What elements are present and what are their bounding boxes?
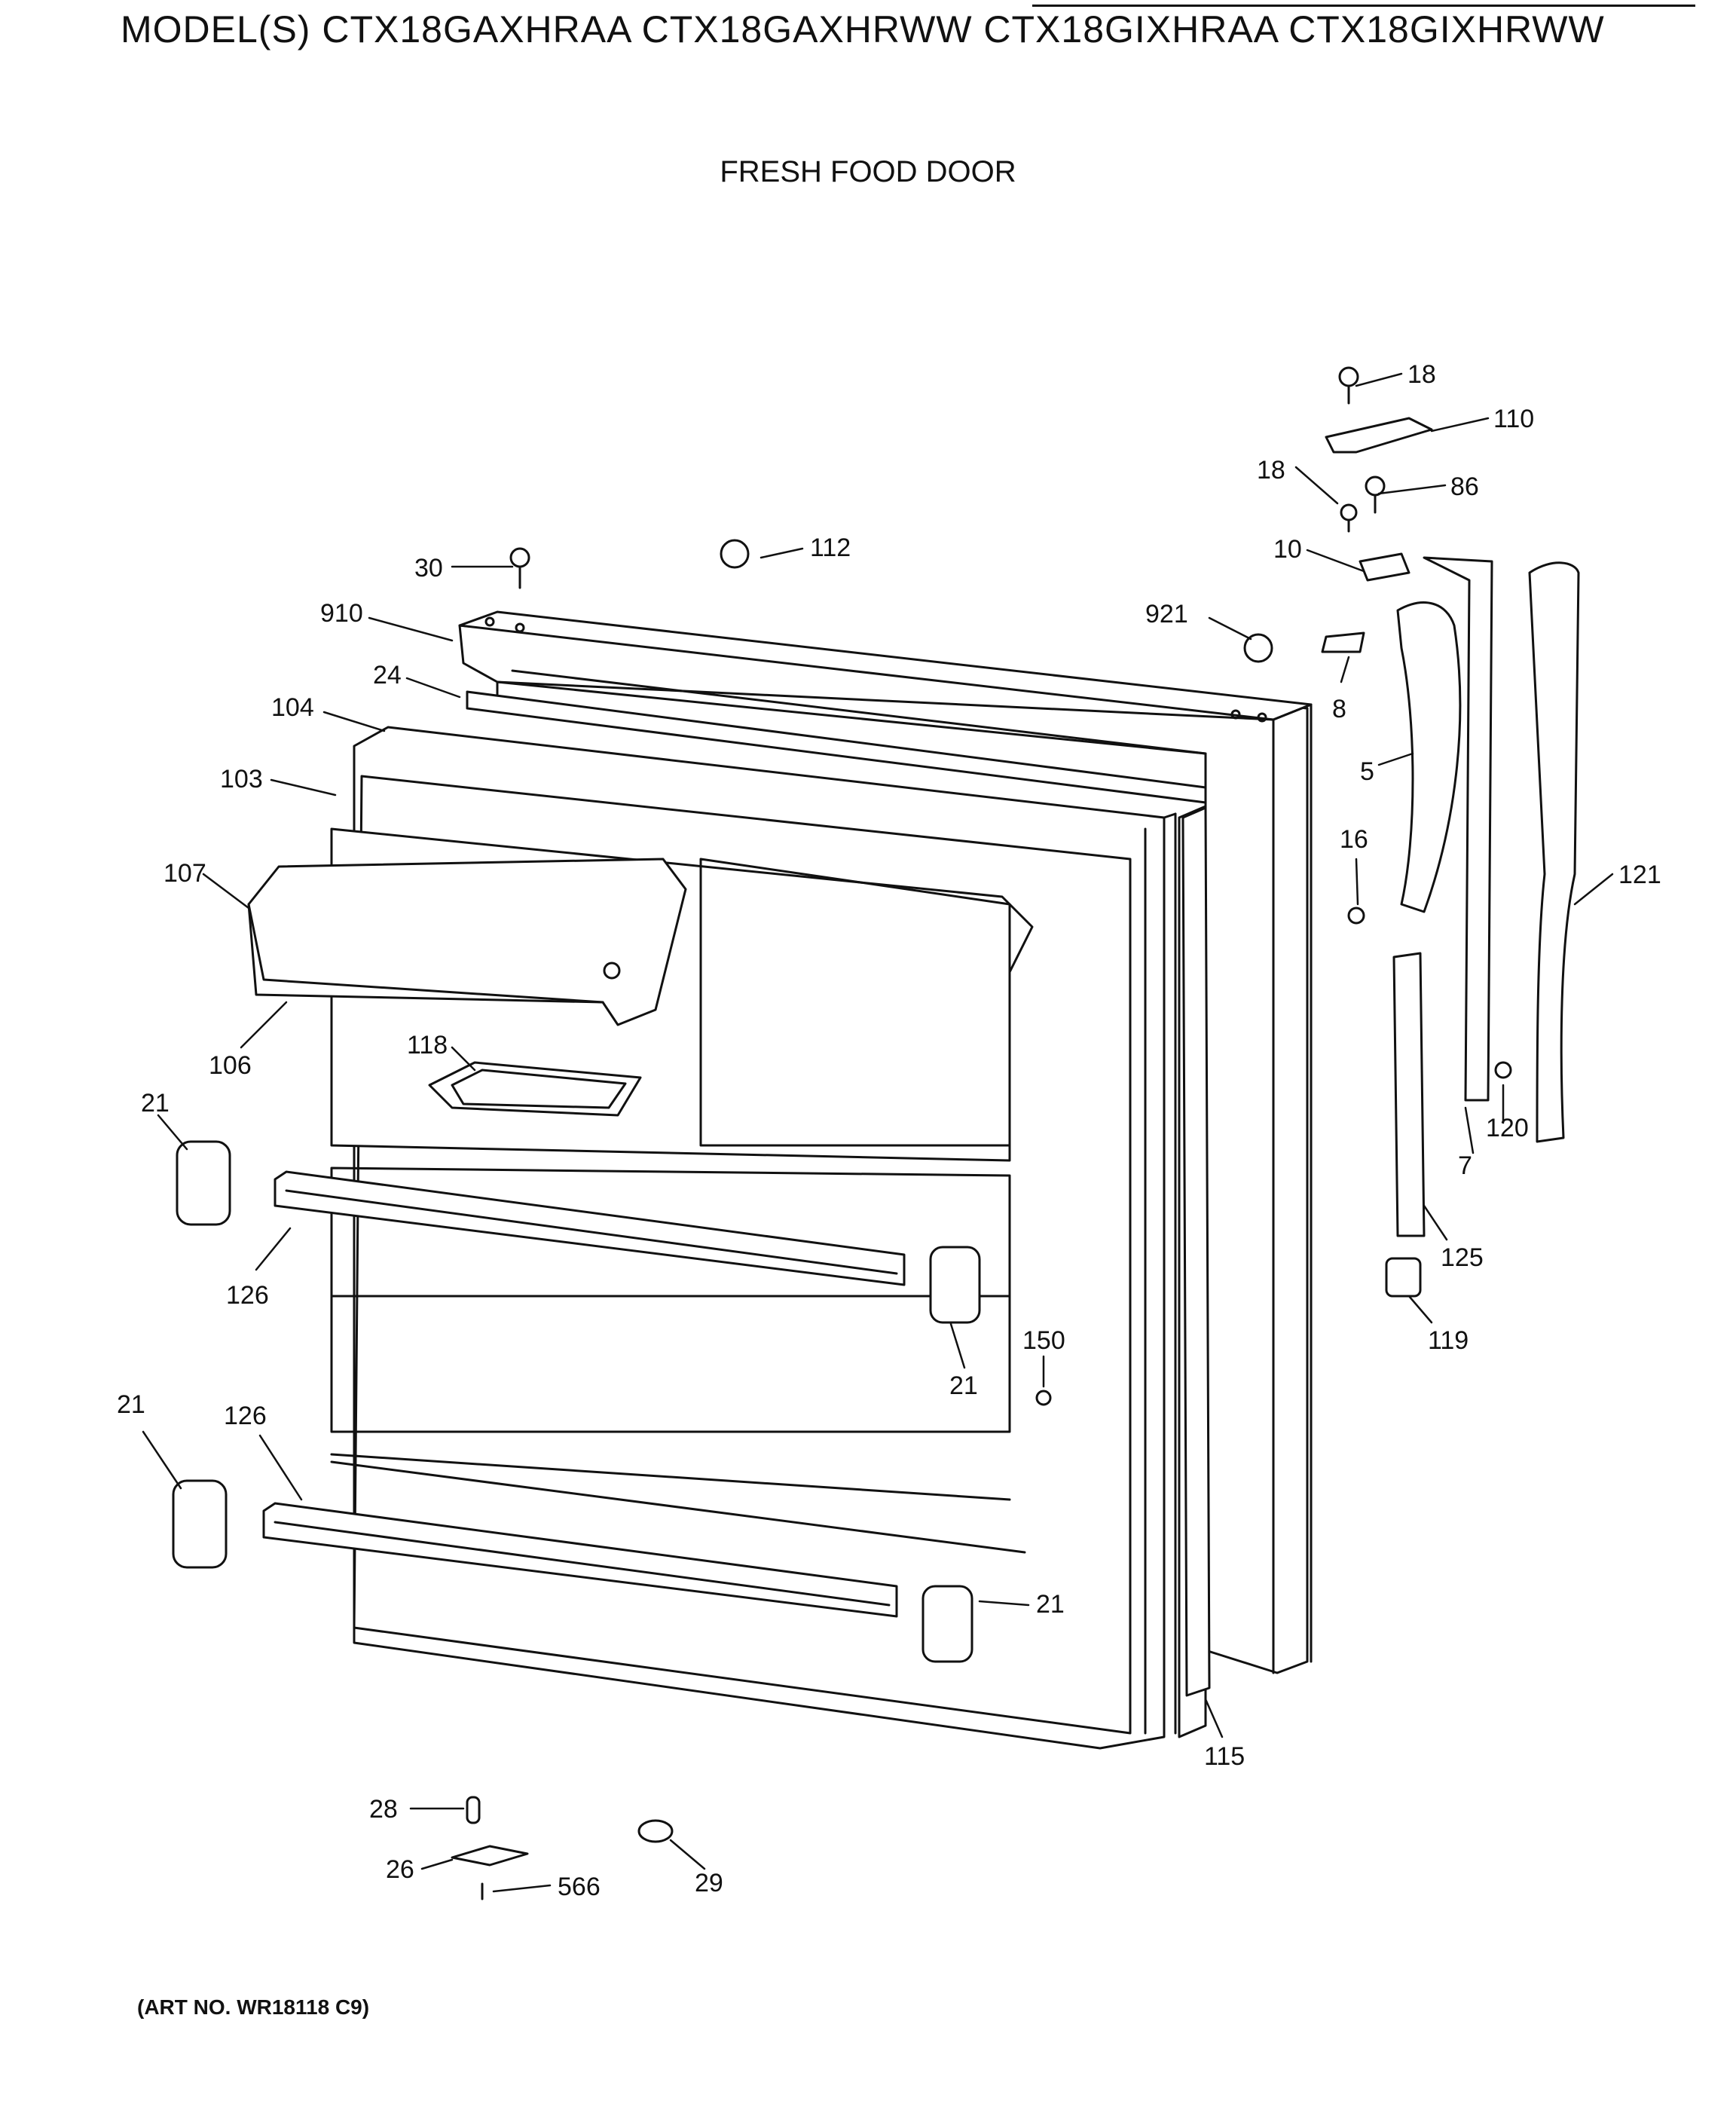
callout-86: 86: [1450, 472, 1479, 501]
callout-28: 28: [369, 1795, 398, 1824]
leader-lines: [142, 372, 1614, 1893]
callout-21: 21: [949, 1371, 978, 1400]
callout-921: 921: [1145, 600, 1188, 628]
door-gasket: [466, 690, 1207, 804]
callout-566: 566: [558, 1873, 601, 1901]
callout-121: 121: [1618, 861, 1661, 889]
callout-103: 103: [220, 765, 263, 793]
callout-126: 126: [226, 1281, 269, 1310]
callout-8: 8: [1332, 695, 1346, 723]
egg-tray: [428, 1061, 642, 1117]
model-list-header: MODEL(S) CTX18GAXHRAA CTX18GAXHRWW CTX18…: [121, 8, 1605, 50]
callout-16: 16: [1340, 825, 1368, 854]
callout-104: 104: [271, 693, 314, 722]
callout-115: 115: [1204, 1742, 1245, 1771]
handle-assembly: [1385, 556, 1580, 1298]
callout-118: 118: [407, 1031, 448, 1059]
callout-120: 120: [1486, 1114, 1529, 1142]
small-hardware: [451, 366, 1512, 1900]
gasket-strip: [1181, 806, 1211, 1697]
dairy-compartment: [247, 858, 687, 1026]
callout-5: 5: [1360, 757, 1374, 786]
shelf-bar-upper: [274, 1170, 906, 1286]
callout-18: 18: [1257, 456, 1285, 485]
callout-119: 119: [1428, 1326, 1469, 1355]
outer-door-panel: [458, 610, 1313, 1674]
callout-labels: 18 110 18 86 10 921 8 5 16 121 120 7 125…: [117, 360, 1661, 1901]
header-rule: [1032, 5, 1695, 7]
art-number: (ART NO. WR18118 C9): [137, 1995, 370, 2019]
callout-24: 24: [373, 661, 402, 689]
callout-10: 10: [1273, 535, 1302, 564]
callout-107: 107: [164, 859, 206, 888]
shelf-bar-lower: [262, 1502, 898, 1618]
callout-7: 7: [1458, 1151, 1472, 1180]
callout-150: 150: [1022, 1326, 1065, 1355]
callout-21: 21: [1036, 1590, 1065, 1619]
shelf-end-caps: [172, 1140, 981, 1663]
diagram-subtitle: FRESH FOOD DOOR: [720, 155, 1016, 188]
callout-18: 18: [1407, 360, 1436, 389]
callout-910: 910: [320, 599, 363, 628]
callout-26: 26: [386, 1855, 414, 1884]
callout-126: 126: [224, 1402, 267, 1430]
callout-112: 112: [810, 534, 851, 562]
callout-106: 106: [209, 1051, 252, 1080]
hinge-parts: [1321, 417, 1433, 653]
callout-21: 21: [117, 1390, 145, 1419]
callout-110: 110: [1493, 405, 1534, 433]
callout-30: 30: [414, 554, 443, 582]
callout-21: 21: [141, 1089, 170, 1118]
callout-29: 29: [695, 1869, 723, 1897]
callout-125: 125: [1441, 1243, 1484, 1272]
